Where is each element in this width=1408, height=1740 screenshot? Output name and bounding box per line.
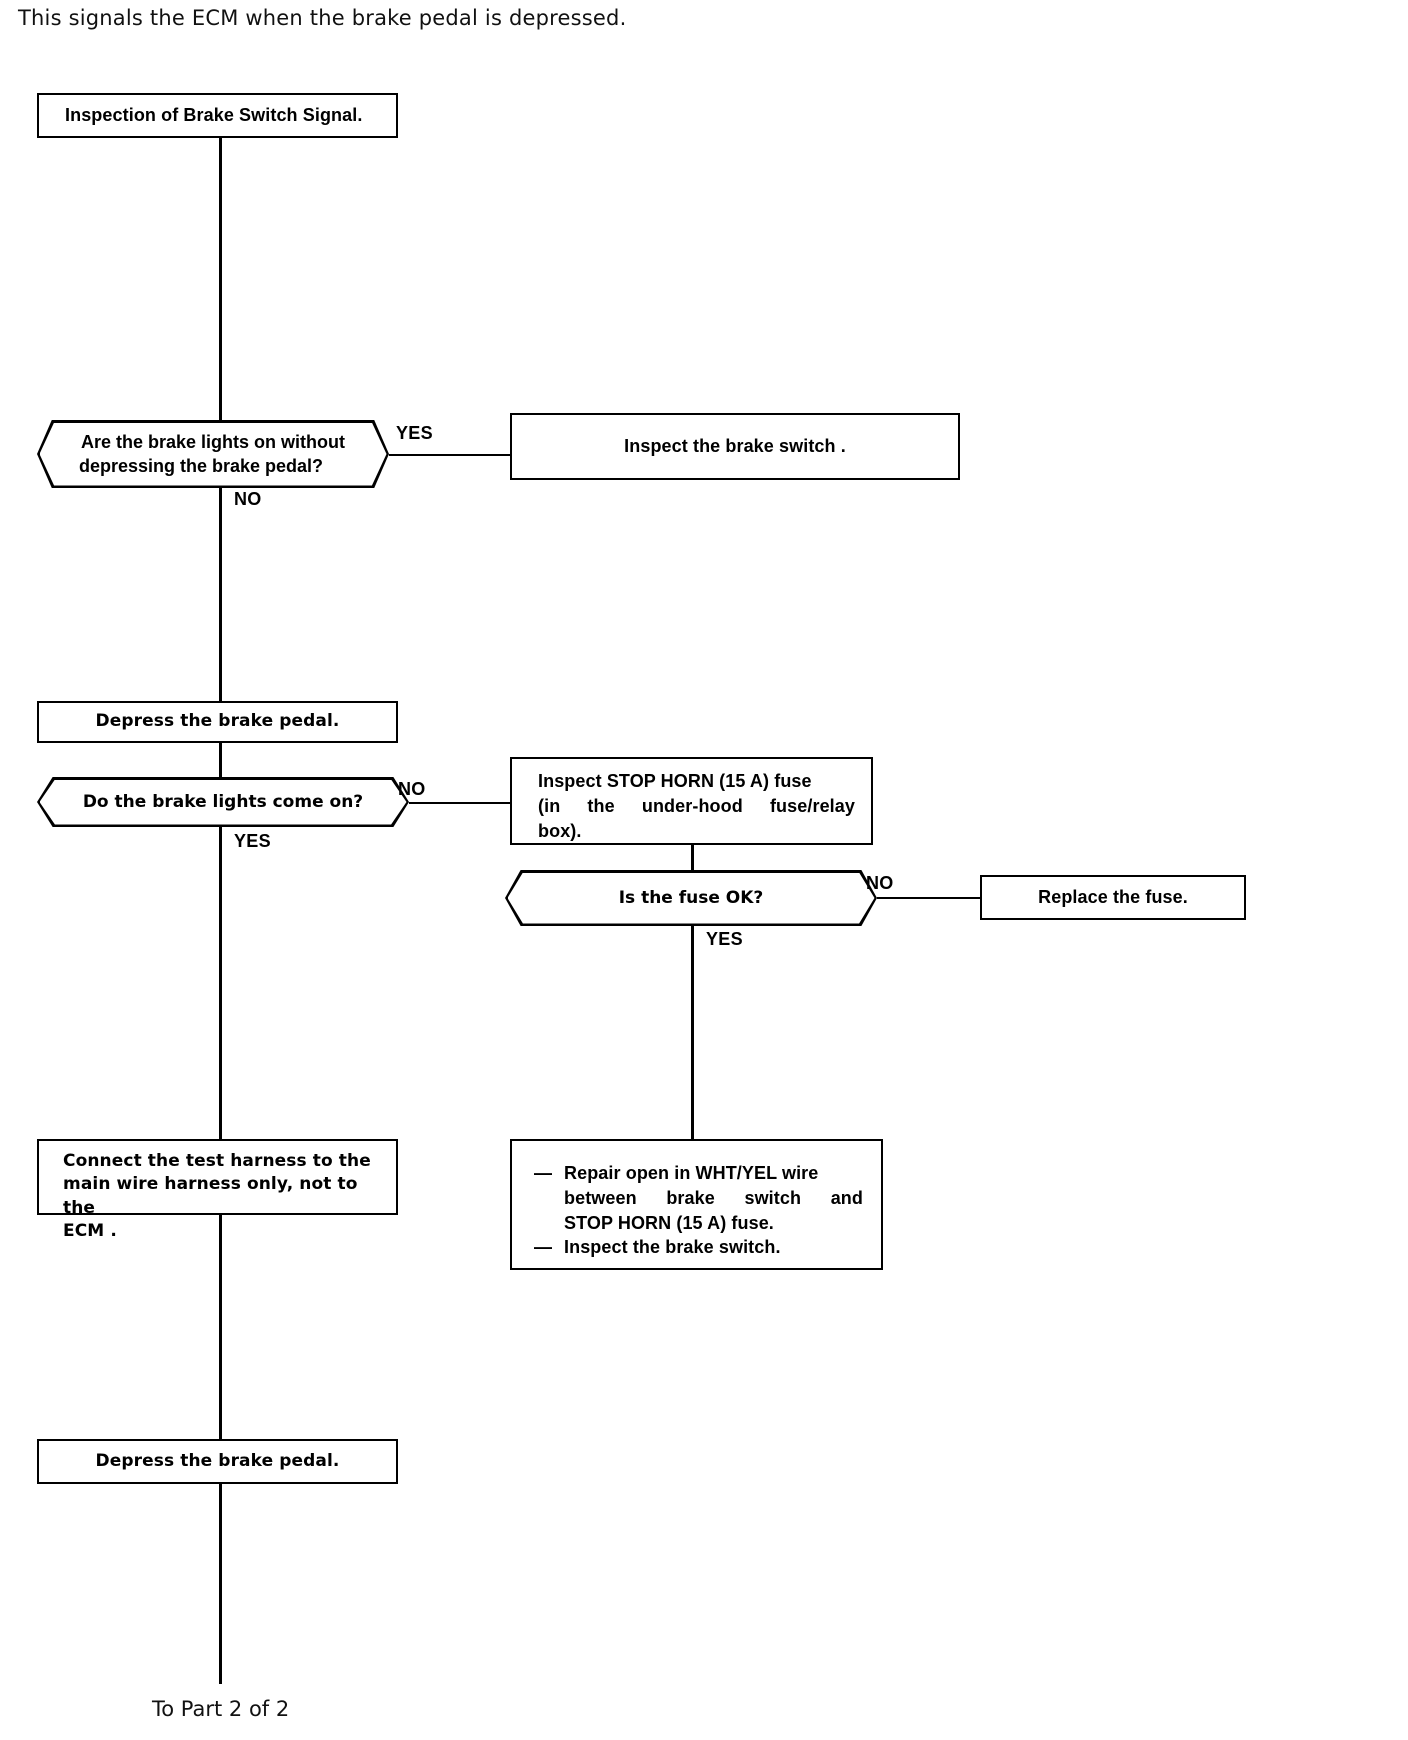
node-repair-item-1: — Repair open in WHT/YEL wire between br… xyxy=(534,1161,863,1235)
node-q2-text: Do the brake lights come on? xyxy=(82,791,364,812)
edge-harness-to-depress2 xyxy=(219,1215,222,1439)
edge-label-q2-yes: YES xyxy=(234,831,271,851)
edge-depress1-to-q2 xyxy=(219,743,222,779)
node-q1-text: Are the brake lights on without depressi… xyxy=(47,430,379,479)
edge-label-q3-yes: YES xyxy=(706,929,743,949)
node-repair-item-2: — Inspect the brake switch. xyxy=(534,1235,863,1260)
edge-label-q1-no: NO xyxy=(234,489,262,509)
edge-label-q1-yes: YES xyxy=(396,423,433,443)
node-repair-item1-line3: STOP HORN (15 A) fuse. xyxy=(564,1212,774,1233)
node-inspect-fuse: Inspect STOP HORN (15 A) fuse (in the un… xyxy=(510,757,873,845)
node-repair-open: — Repair open in WHT/YEL wire between br… xyxy=(510,1139,883,1270)
node-repair-item1-line1: Repair open in WHT/YEL wire xyxy=(564,1163,819,1183)
node-connect-harness-line3: ECM . xyxy=(63,1221,117,1242)
node-inspect-switch-label: Inspect the brake switch . xyxy=(624,436,846,457)
node-start-label: Inspection of Brake Switch Signal. xyxy=(65,105,363,126)
intro-text: This signals the ECM when the brake peda… xyxy=(18,6,627,30)
edge-q3-no-line xyxy=(877,897,980,899)
node-repair-open-text: — Repair open in WHT/YEL wire between br… xyxy=(534,1161,863,1260)
edge-q1-no-line xyxy=(219,488,222,702)
node-depress-pedal-1-label: Depress the brake pedal. xyxy=(95,711,340,732)
node-depress-pedal-1: Depress the brake pedal. xyxy=(37,701,398,743)
bullet-dash-icon: — xyxy=(534,1163,553,1183)
node-connect-harness-text: Connect the test harness to the main wir… xyxy=(63,1150,382,1244)
node-connect-harness-line2: main wire harness only, not to the xyxy=(63,1174,358,1218)
edge-q3-yes-line xyxy=(691,926,694,1139)
node-q1-decision: Are the brake lights on without depressi… xyxy=(37,420,389,488)
edge-q2-yes-line xyxy=(219,827,222,1139)
edge-start-to-q1 xyxy=(219,138,222,421)
node-inspect-switch: Inspect the brake switch . xyxy=(510,413,960,480)
edge-label-q2-no: NO xyxy=(398,779,426,799)
node-repair-item1-line2: between brake switch and xyxy=(564,1187,863,1208)
node-q3-text: Is the fuse OK? xyxy=(618,887,764,908)
node-q1-line1: Are the brake lights on without xyxy=(80,431,345,452)
node-replace-fuse-label: Replace the fuse. xyxy=(1038,887,1188,908)
footer-to-part-2: To Part 2 of 2 xyxy=(152,1697,290,1721)
bullet-dash-icon-2: — xyxy=(534,1237,553,1258)
node-q2-decision: Do the brake lights come on? xyxy=(37,777,409,827)
edge-depress2-to-footer xyxy=(219,1484,222,1684)
edge-label-q3-no: NO xyxy=(866,873,894,893)
edge-fuse-to-q3 xyxy=(691,845,694,872)
edge-q2-no-line xyxy=(409,802,512,804)
node-start: Inspection of Brake Switch Signal. xyxy=(37,93,398,138)
node-q3-decision: Is the fuse OK? xyxy=(505,870,877,926)
node-inspect-fuse-line2: (in the under-hood fuse/relay xyxy=(538,795,855,816)
node-connect-harness-line1: Connect the test harness to the xyxy=(63,1151,371,1171)
edge-q1-yes-line xyxy=(389,454,564,456)
node-inspect-fuse-line3: box). xyxy=(538,820,582,841)
node-connect-harness: Connect the test harness to the main wir… xyxy=(37,1139,398,1241)
node-depress-pedal-2: Depress the brake pedal. xyxy=(37,1439,398,1484)
node-replace-fuse: Replace the fuse. xyxy=(980,875,1246,920)
node-q1-line2: depressing the brake pedal? xyxy=(78,456,324,476)
node-inspect-fuse-text: Inspect STOP HORN (15 A) fuse (in the un… xyxy=(538,769,855,843)
node-repair-item2-text: Inspect the brake switch. xyxy=(564,1237,781,1258)
node-depress-pedal-2-label: Depress the brake pedal. xyxy=(95,1450,340,1471)
node-inspect-fuse-line1: Inspect STOP HORN (15 A) fuse xyxy=(538,771,812,791)
